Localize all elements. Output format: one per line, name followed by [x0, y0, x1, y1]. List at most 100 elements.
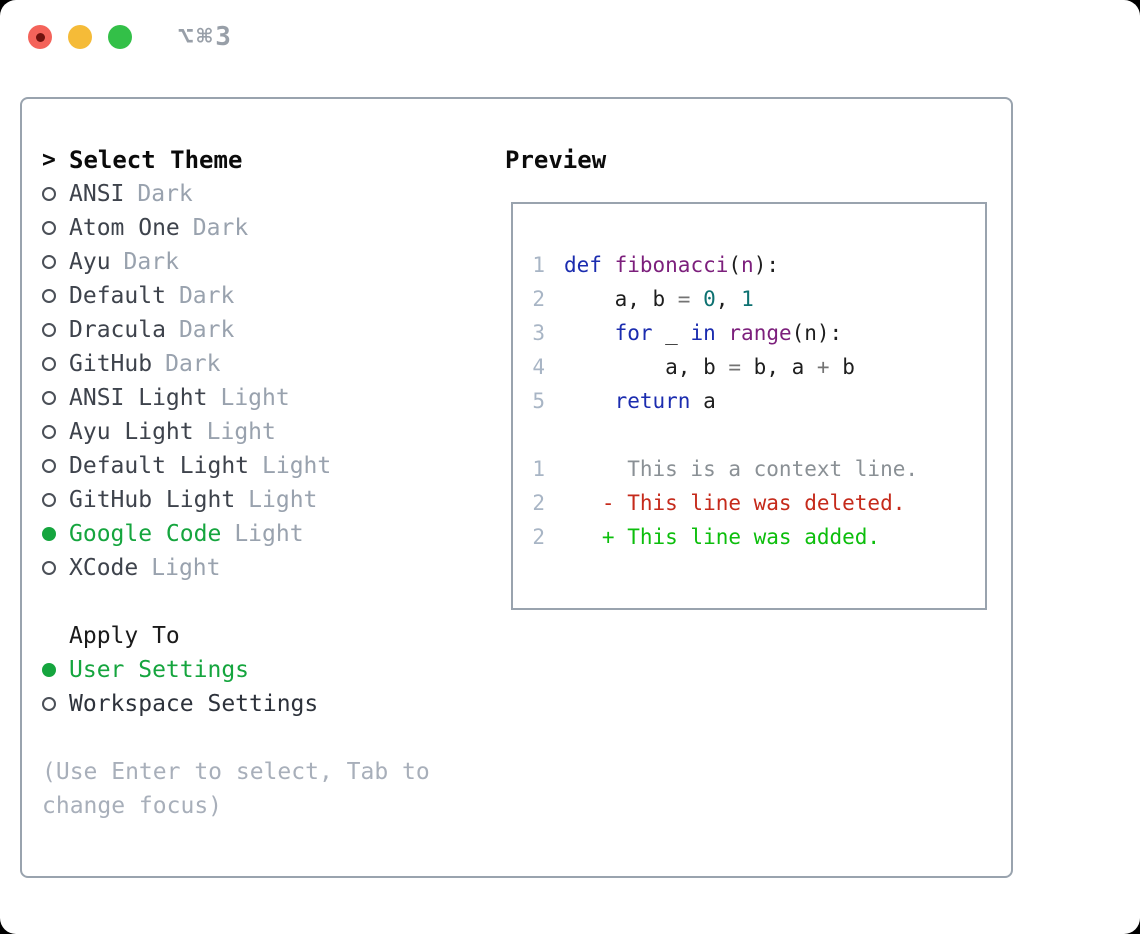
- zoom-button-icon[interactable]: [108, 25, 132, 49]
- radio-unselected-icon: [42, 289, 56, 303]
- code-segment-operator: =: [677, 287, 691, 311]
- marker-col: [42, 425, 69, 439]
- line-number: 2: [532, 491, 545, 515]
- line-number: 5: [532, 389, 545, 413]
- code-line: 5 return a: [532, 384, 985, 418]
- item-label: Dracula: [69, 317, 166, 343]
- marker-col: [42, 357, 69, 371]
- code-line: 3 for _ in range(n):: [532, 316, 985, 350]
- item-label: Default Light: [69, 453, 250, 479]
- code-segment-text: (n):: [791, 321, 843, 345]
- line-number: 1: [532, 457, 545, 481]
- code-segment-text: ,: [715, 287, 742, 311]
- radio-unselected-icon: [42, 357, 56, 371]
- item-variant: Light: [234, 521, 304, 547]
- code-segment-text: a, b: [564, 355, 729, 379]
- code-line: [532, 418, 985, 452]
- radio-unselected-icon: [42, 391, 56, 405]
- radio-selected-icon: [42, 527, 56, 541]
- code-content: + This line was added.: [564, 520, 880, 554]
- item-variant: Dark: [123, 249, 179, 275]
- focus-marker-icon: >: [42, 147, 56, 173]
- code-content: def fibonacci(n):: [564, 248, 779, 282]
- theme-item-default-dark[interactable]: Default Dark: [42, 279, 430, 313]
- item-label: Atom One: [69, 215, 180, 241]
- code-segment-added: + This line was added.: [564, 525, 881, 549]
- code-segment-context: This is a context line.: [564, 457, 919, 481]
- code-line: 2 + This line was added.: [532, 520, 985, 554]
- code-segment-text: [690, 287, 703, 311]
- code-segment-text: (: [728, 253, 742, 277]
- theme-item-google-code-light[interactable]: Google Code Light: [42, 517, 430, 551]
- code-line: 2 - This line was deleted.: [532, 486, 985, 520]
- radio-unselected-icon: [42, 561, 56, 575]
- code-line: 1 This is a context line.: [532, 452, 985, 486]
- code-segment-text: b, a: [741, 355, 817, 379]
- code-segment-text: a: [690, 389, 716, 413]
- apply-option-workspace-settings[interactable]: Workspace Settings: [42, 687, 430, 721]
- close-button-icon[interactable]: [28, 25, 52, 49]
- line-number: 4: [532, 355, 545, 379]
- code-content: a, b = b, a + b: [564, 350, 855, 384]
- item-label: User Settings: [69, 657, 250, 683]
- select-theme-header: > Select Theme: [42, 143, 430, 177]
- item-variant: Dark: [165, 351, 221, 377]
- code-segment-title: fibonacci: [614, 253, 729, 277]
- radio-unselected-icon: [42, 493, 56, 507]
- code-segment-number: 0: [703, 287, 716, 311]
- line-number: 2: [532, 525, 545, 549]
- radio-unselected-icon: [42, 697, 56, 711]
- help-text: (Use Enter to select, Tab to change focu…: [42, 755, 430, 823]
- code-line: 1 def fibonacci(n):: [532, 248, 985, 282]
- code-segment-text: [564, 389, 615, 413]
- theme-item-github-dark[interactable]: GitHub Dark: [42, 347, 430, 381]
- code-segment-param: n: [741, 253, 754, 277]
- spacer: [42, 721, 430, 755]
- radio-unselected-icon: [42, 323, 56, 337]
- item-label: Google Code: [69, 521, 222, 547]
- code-segment-text: [602, 253, 615, 277]
- window-title: ⌥⌘3: [178, 22, 234, 52]
- marker-col: [42, 391, 69, 405]
- item-variant: Dark: [137, 181, 193, 207]
- code-segment-operator: =: [728, 355, 742, 379]
- code-segment-text: ):: [753, 253, 779, 277]
- marker-col: [42, 527, 69, 541]
- code-segment-keyword: def: [564, 253, 602, 277]
- line-number: 1: [532, 253, 545, 277]
- item-variant: Light: [262, 453, 332, 479]
- item-label: GitHub: [69, 351, 153, 377]
- marker-col: [42, 255, 69, 269]
- item-label: Default: [69, 283, 166, 309]
- code-segment-text: a, b: [564, 287, 678, 311]
- code-content: This is a context line.: [564, 452, 918, 486]
- code-content: for _ in range(n):: [564, 316, 843, 350]
- apply-option-user-settings[interactable]: User Settings: [42, 653, 430, 687]
- marker-col: [42, 221, 69, 235]
- code-segment-text: _: [652, 321, 691, 345]
- item-variant: Dark: [178, 283, 235, 309]
- minimize-button-icon[interactable]: [68, 25, 92, 49]
- radio-selected-icon: [42, 663, 56, 677]
- preview-title: Preview: [505, 146, 607, 174]
- code-segment-operator: +: [816, 355, 830, 379]
- apply-to-title: Apply To: [69, 623, 180, 649]
- code-segment-text: [716, 321, 729, 345]
- apply-to-header-row: Apply To: [42, 619, 430, 653]
- marker-col: [42, 459, 69, 473]
- theme-item-default-light-light[interactable]: Default Light Light: [42, 449, 430, 483]
